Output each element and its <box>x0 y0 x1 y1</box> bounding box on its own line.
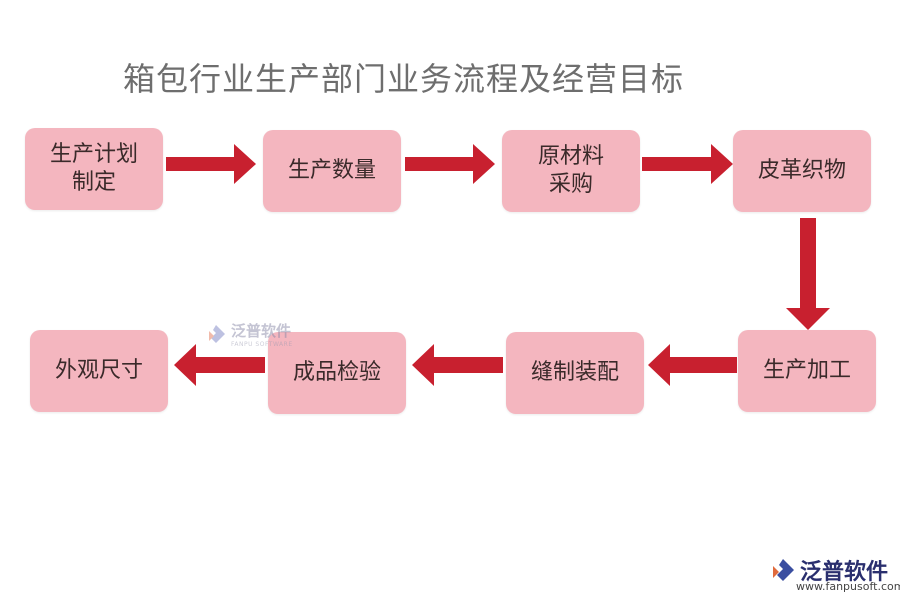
arrow-right-1 <box>166 144 256 184</box>
fanpu-logo-icon <box>773 559 794 581</box>
step-label: 缝制装配 <box>530 360 619 385</box>
arrow-right-3 <box>642 144 733 184</box>
arrow-down <box>786 218 830 330</box>
logo-text: 泛普软件 <box>800 560 889 585</box>
watermark-cn: 泛普软件 <box>231 322 292 340</box>
fanpu-logo-icon <box>209 325 225 343</box>
arrow-right-2 <box>405 144 495 184</box>
step-production-processing: 生产加工 <box>738 330 876 412</box>
step-finished-inspection: 成品检验 <box>268 332 406 414</box>
step-raw-material-purchase: 原材料 采购 <box>502 130 640 212</box>
step-label: 生产加工 <box>762 358 851 383</box>
arrow-left-2 <box>412 344 503 386</box>
step-leather-fabric: 皮革织物 <box>733 130 871 212</box>
arrow-left-3 <box>174 344 265 386</box>
step-appearance-size: 外观尺寸 <box>30 330 168 412</box>
brand-logo: 泛普软件 <box>770 554 888 586</box>
step-production-quantity: 生产数量 <box>263 130 401 212</box>
step-label: 原材料 采购 <box>537 144 604 197</box>
watermark: 泛普软件 FANPU SOFTWARE <box>205 320 293 348</box>
step-label: 生产数量 <box>287 158 376 183</box>
step-label: 生产计划 制定 <box>49 142 138 195</box>
page-title: 箱包行业生产部门业务流程及经营目标 <box>123 60 685 98</box>
step-label: 皮革织物 <box>757 158 846 183</box>
step-label: 外观尺寸 <box>54 358 143 383</box>
watermark-en: FANPU SOFTWARE <box>231 341 293 348</box>
logo-url: www.fanpusoft.com <box>796 580 900 593</box>
arrow-left-1 <box>648 344 737 386</box>
step-sewing-assembly: 缝制装配 <box>506 332 644 414</box>
step-production-plan: 生产计划 制定 <box>25 128 163 210</box>
step-label: 成品检验 <box>292 360 381 385</box>
